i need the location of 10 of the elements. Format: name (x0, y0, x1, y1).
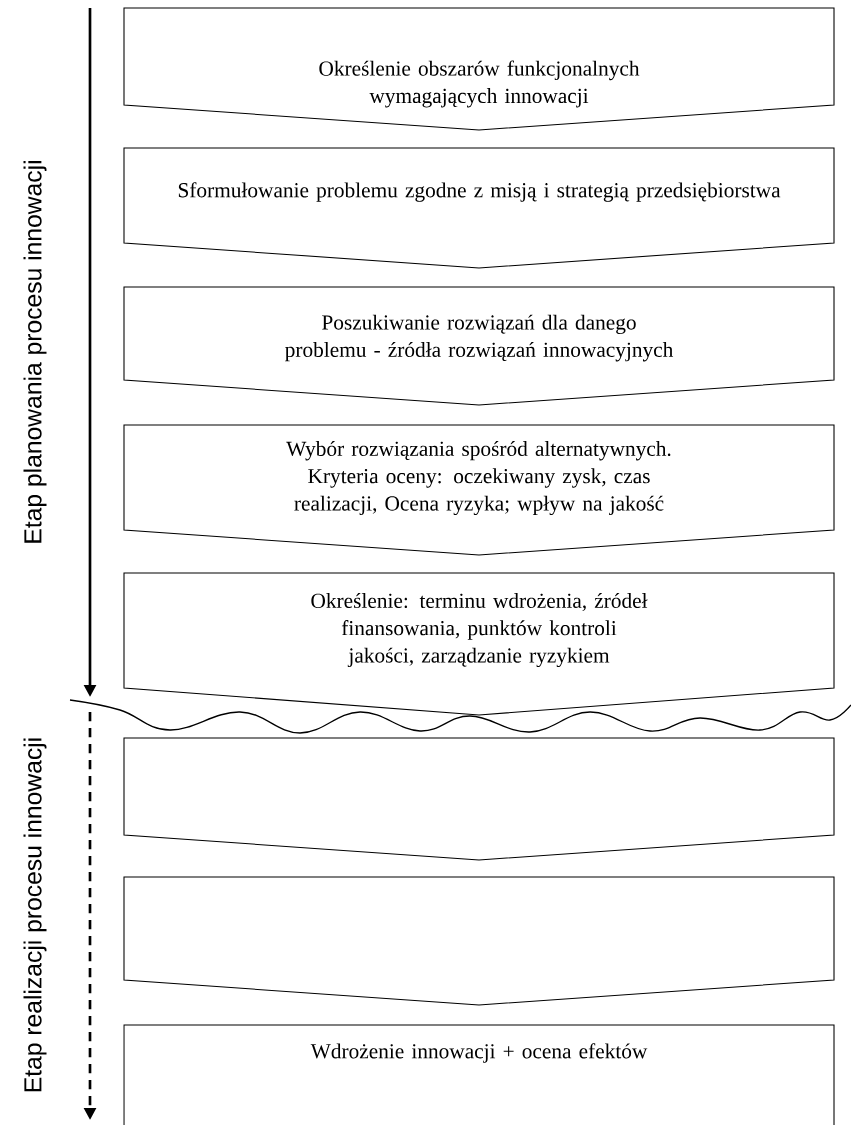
chevron-box (123, 737, 835, 861)
chevron-box: Wybór rozwiązania spośród alternatywnych. Kryteria oceny: oczekiwany zysk, czas realizacji, Ocena ryzyka; wpływ na jakość (123, 424, 835, 556)
chevron-box: Poszukiwanie rozwiązań dla danego problemu - źródła rozwiązań innowacyjnych (123, 286, 835, 406)
process-box: Wdrożenie innowacji + ocena efektów (123, 1024, 835, 1125)
stage-label: Etap planowania procesu innowacji (23, 161, 47, 543)
chevron-box: Określenie: terminu wdrożenia, źródeł finansowania, punktów kontroli jakości, zarządzanie ryzykiem (123, 572, 835, 716)
chevron-box: Sformułowanie problemu zgodne z misją i strategią przedsiębiorstwa (123, 147, 835, 269)
chevron-box: Określenie obszarów funkcjonalnych wymagających innowacji (123, 7, 835, 131)
chevron-box (123, 876, 835, 1006)
stage-label: Etap realizacji procesu innowacji (23, 738, 47, 1092)
